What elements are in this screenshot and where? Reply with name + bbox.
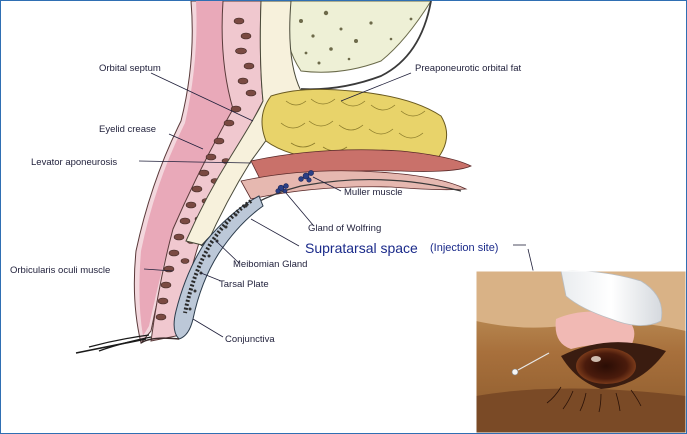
label-orbicularis-oculi: Orbicularis oculi muscle bbox=[10, 265, 110, 276]
label-tarsal-plate: Tarsal Plate bbox=[219, 279, 269, 290]
label-injection-site: (Injection site) bbox=[430, 242, 498, 254]
label-conjunctiva: Conjunctiva bbox=[225, 334, 275, 345]
label-levator-aponeurosis: Levator aponeurosis bbox=[31, 157, 117, 168]
clinical-injection-photo bbox=[476, 271, 686, 433]
label-gland-of-wolfring: Gland of Wolfring bbox=[308, 223, 381, 234]
label-eyelid-crease: Eyelid crease bbox=[99, 124, 156, 135]
label-muller-muscle: Muller muscle bbox=[344, 187, 403, 198]
label-orbital-septum: Orbital septum bbox=[99, 63, 161, 74]
label-supratarsal-space: Supratarsal space bbox=[305, 240, 418, 256]
eyelid-cross-section-illustration bbox=[76, 1, 471, 353]
label-meibomian-gland: Meibomian Gland bbox=[233, 259, 307, 270]
label-preaponeurotic-fat: Preaponeurotic orbital fat bbox=[415, 63, 522, 74]
